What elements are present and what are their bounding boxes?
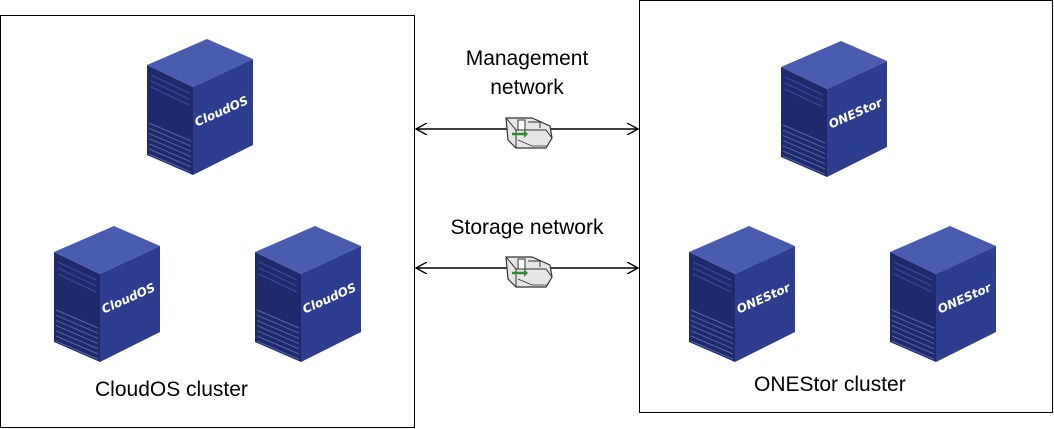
storage-network-label: Storage network	[450, 216, 604, 239]
management-network-label-line2: network	[490, 76, 564, 99]
server-tower-icon: CloudOS	[54, 226, 160, 362]
management-network-label: Management network	[427, 44, 627, 102]
onestor-cluster-label: ONEStor cluster	[754, 373, 906, 396]
management-network-label-line1: Management	[465, 47, 589, 70]
cloudos-server-1: CloudOS	[145, 35, 257, 175]
server-tower-icon: CloudOS	[147, 39, 253, 175]
storage-switch-icon	[505, 256, 553, 288]
server-tower-icon: ONEStor	[890, 226, 996, 362]
server-tower-icon: ONEStor	[689, 226, 795, 362]
server-tower-icon: CloudOS	[255, 226, 361, 362]
cloudos-cluster-label: CloudOS cluster	[95, 378, 248, 401]
management-switch-icon	[505, 117, 553, 149]
cloudos-server-2: CloudOS	[52, 222, 164, 362]
cloudos-server-3: CloudOS	[253, 222, 365, 362]
onestor-server-1: ONEStor	[779, 37, 891, 177]
onestor-server-2: ONEStor	[687, 222, 799, 362]
onestor-server-3: ONEStor	[888, 222, 1000, 362]
server-tower-icon: ONEStor	[781, 41, 887, 177]
